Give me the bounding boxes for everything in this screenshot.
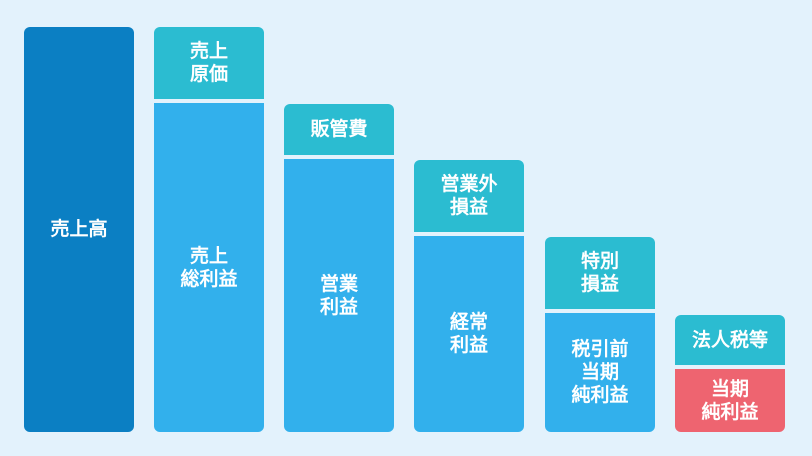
operating-profit-block: 営業 利益 [284, 159, 394, 432]
sga-expenses-block: 販管費 [284, 104, 394, 155]
pretax-income-block: 税引前 当期 純利益 [545, 313, 655, 432]
ordinary-profit-block: 経常 利益 [414, 236, 524, 432]
income-taxes-block: 法人税等 [675, 315, 785, 365]
gross-profit-block: 売上 総利益 [154, 103, 264, 432]
net-income-block: 当期 純利益 [675, 369, 785, 432]
non-operating-income-block: 営業外 損益 [414, 160, 524, 232]
revenue-block: 売上高 [24, 27, 134, 432]
extraordinary-income-block: 特別 損益 [545, 237, 655, 309]
cost-of-sales-block: 売上 原価 [154, 27, 264, 99]
